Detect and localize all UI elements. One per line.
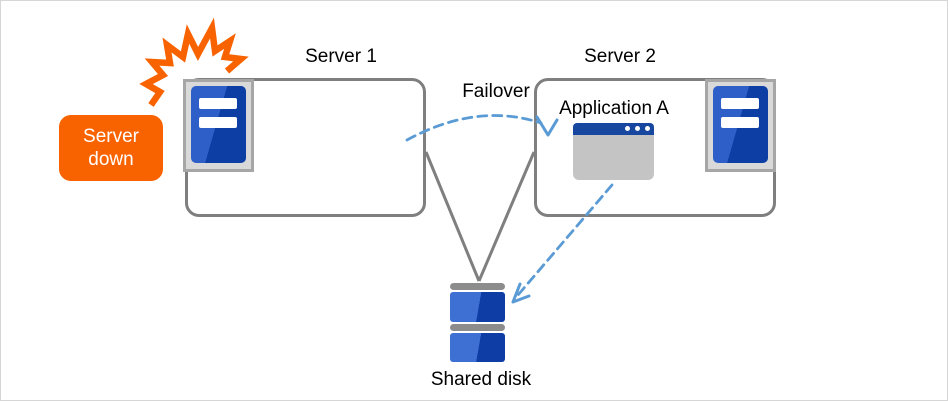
server-slot <box>199 98 237 109</box>
server2-label: Server 2 <box>584 46 656 67</box>
app-window-titlebar <box>573 123 654 135</box>
server-slot <box>721 117 759 128</box>
server-down-badge: Server down <box>59 115 163 181</box>
server-tower-body <box>191 86 246 163</box>
app-window-icon <box>573 123 654 180</box>
server-slot <box>721 98 759 109</box>
server-down-badge-line1: Server <box>83 126 139 147</box>
disk-cap <box>450 324 505 331</box>
application-label: Application A <box>559 98 669 119</box>
server1-to-disk-line <box>424 151 481 282</box>
server2-tower-icon <box>705 79 776 172</box>
server-slot <box>199 117 237 128</box>
disk-platter <box>450 292 505 322</box>
server-tower-body <box>713 86 768 163</box>
app-window-body <box>573 135 654 180</box>
window-dot-icon <box>625 126 630 131</box>
window-dot-icon <box>635 126 640 131</box>
server1-label: Server 1 <box>305 46 377 67</box>
failover-label: Failover <box>462 81 530 102</box>
window-dot-icon <box>645 126 650 131</box>
disk-platter <box>450 333 505 362</box>
server1-tower-icon <box>183 79 254 172</box>
server-down-badge-line2: down <box>88 149 134 170</box>
shared-disk-icon <box>450 283 505 363</box>
shared-disk-label: Shared disk <box>430 369 532 390</box>
disk-cap <box>450 283 505 290</box>
server2-to-disk-line <box>477 151 536 282</box>
